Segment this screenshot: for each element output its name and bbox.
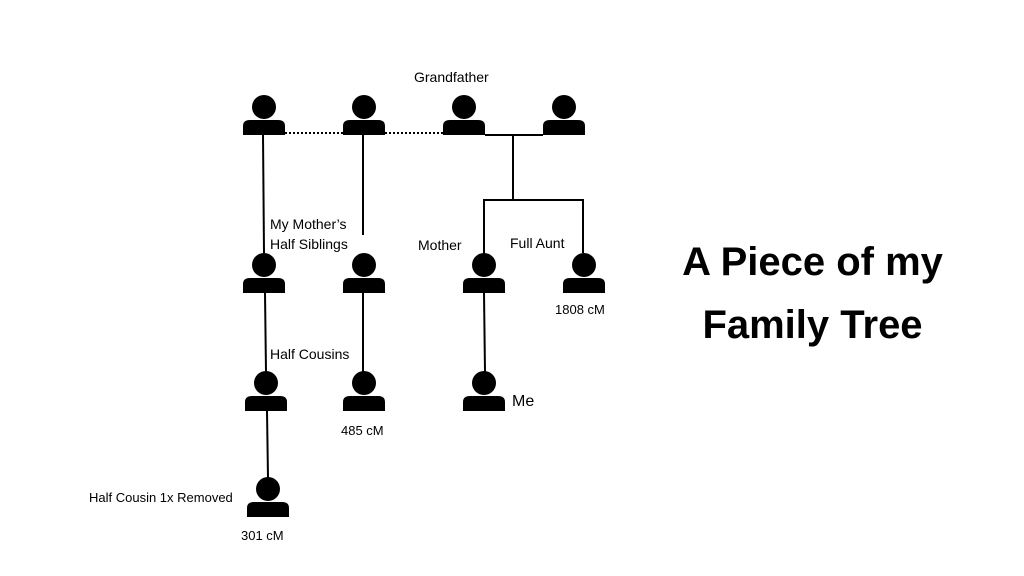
label-half-cousin-removed-cm: 301 cM — [241, 528, 284, 543]
person-icon — [343, 253, 385, 293]
label-mother: Mother — [418, 237, 462, 253]
sibling-bracket — [483, 199, 584, 253]
label-half-cousin-cm: 485 cM — [341, 423, 384, 438]
person-icon — [543, 95, 585, 135]
person-icon — [343, 95, 385, 135]
label-grandfather: Grandfather — [414, 69, 489, 85]
title-line2: Family Tree — [702, 303, 923, 347]
label-full-aunt: Full Aunt — [510, 235, 565, 251]
person-icon — [243, 253, 285, 293]
label-half-cousins: Half Cousins — [270, 346, 350, 362]
person-icon — [563, 253, 605, 293]
person-icon — [247, 477, 289, 517]
person-icon — [243, 95, 285, 135]
person-icon — [343, 371, 385, 411]
label-half-cousin-removed: Half Cousin 1x Removed — [89, 490, 233, 505]
label-half-siblings-line2: Half Siblings — [270, 236, 348, 252]
person-icon — [245, 371, 287, 411]
descent-line — [266, 410, 269, 479]
descent-line — [483, 292, 486, 373]
descent-line — [264, 292, 267, 373]
descent-line — [262, 134, 265, 254]
label-half-siblings-line1: My Mother’s — [270, 216, 347, 232]
person-icon — [443, 95, 485, 135]
person-icon — [463, 371, 505, 411]
person-icon — [463, 253, 505, 293]
label-full-aunt-cm: 1808 cM — [555, 302, 605, 317]
label-me: Me — [512, 393, 535, 410]
title-line1: A Piece of my — [682, 240, 943, 284]
